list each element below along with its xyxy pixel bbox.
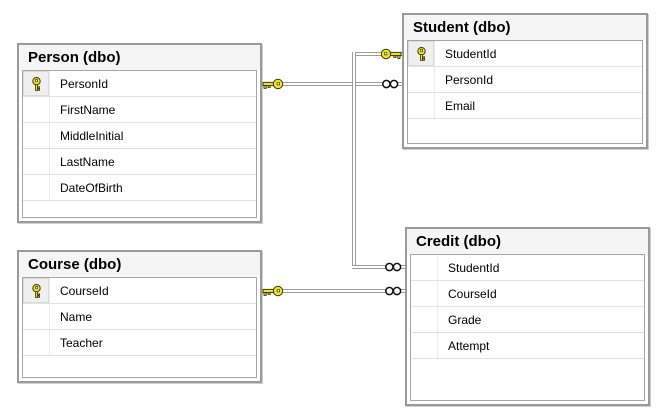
table-credit-grid: StudentId CourseId Grade Attempt xyxy=(410,254,645,401)
table-person[interactable]: Person (dbo) PersonId FirstName xyxy=(17,43,262,223)
table-row[interactable]: Teacher xyxy=(23,330,256,356)
many-side-infinity-icon xyxy=(385,286,402,296)
key-column-cell xyxy=(408,41,435,66)
column-name: Name xyxy=(60,309,93,324)
empty-row-space xyxy=(23,201,256,217)
primary-key-icon xyxy=(31,76,41,91)
column-name: Teacher xyxy=(60,335,103,350)
key-column-cell xyxy=(411,255,438,280)
key-column-cell xyxy=(23,304,50,329)
key-column-cell xyxy=(23,278,50,303)
key-column-cell xyxy=(23,97,50,122)
column-name: Grade xyxy=(448,312,482,327)
many-side-infinity-icon xyxy=(385,262,402,272)
key-column-cell xyxy=(411,307,438,332)
table-person-grid: PersonId FirstName MiddleInitial LastNam… xyxy=(22,70,257,218)
key-column-cell xyxy=(408,93,435,118)
table-row[interactable]: PersonId xyxy=(23,71,256,97)
one-side-key-icon xyxy=(262,78,284,90)
relationship-line-course-credit[interactable] xyxy=(262,289,405,293)
table-course-grid: CourseId Name Teacher xyxy=(22,277,257,378)
table-course[interactable]: Course (dbo) CourseId Name xyxy=(17,250,262,383)
empty-row-space xyxy=(411,359,644,400)
table-person-header[interactable]: Person (dbo) xyxy=(19,45,260,70)
table-row[interactable]: StudentId xyxy=(411,255,644,281)
key-column-cell xyxy=(23,71,50,96)
empty-row-space xyxy=(23,356,256,377)
column-name: Attempt xyxy=(448,338,490,353)
table-row[interactable]: FirstName xyxy=(23,97,256,123)
relationship-line-student-credit-vertical-segment[interactable] xyxy=(352,52,356,269)
table-row[interactable]: PersonId xyxy=(408,67,642,93)
table-credit-header[interactable]: Credit (dbo) xyxy=(407,229,648,254)
table-row[interactable]: CourseId xyxy=(23,278,256,304)
table-row[interactable]: Grade xyxy=(411,307,644,333)
key-column-cell xyxy=(23,123,50,148)
key-column-cell xyxy=(23,175,50,200)
table-course-header[interactable]: Course (dbo) xyxy=(19,252,260,277)
primary-key-icon xyxy=(416,46,426,61)
key-column-cell xyxy=(23,149,50,174)
table-row[interactable]: LastName xyxy=(23,149,256,175)
key-column-cell xyxy=(23,330,50,355)
table-student-grid: StudentId PersonId Email xyxy=(407,40,643,144)
column-name: CourseId xyxy=(60,283,109,298)
table-row[interactable]: MiddleInitial xyxy=(23,123,256,149)
many-side-infinity-icon xyxy=(382,79,399,89)
key-column-cell xyxy=(411,281,438,306)
relationship-line-student-credit-top-segment[interactable] xyxy=(352,52,402,56)
column-name: StudentId xyxy=(445,46,497,61)
one-side-key-icon xyxy=(380,48,402,60)
key-column-cell xyxy=(408,67,435,92)
table-row[interactable]: CourseId xyxy=(411,281,644,307)
one-side-key-icon xyxy=(262,285,284,297)
table-student-header[interactable]: Student (dbo) xyxy=(404,15,646,40)
column-name: MiddleInitial xyxy=(60,128,124,143)
column-name: PersonId xyxy=(60,76,109,91)
column-name: PersonId xyxy=(445,72,494,87)
table-row[interactable]: Attempt xyxy=(411,333,644,359)
column-name: Email xyxy=(445,98,476,113)
column-name: LastName xyxy=(60,154,115,169)
table-student[interactable]: Student (dbo) StudentId PersonId xyxy=(402,13,648,149)
table-row[interactable]: StudentId xyxy=(408,41,642,67)
table-row[interactable]: Email xyxy=(408,93,642,119)
empty-row-space xyxy=(408,119,642,143)
primary-key-icon xyxy=(31,283,41,298)
key-column-cell xyxy=(411,333,438,358)
table-row[interactable]: Name xyxy=(23,304,256,330)
table-row[interactable]: DateOfBirth xyxy=(23,175,256,201)
column-name: FirstName xyxy=(60,102,116,117)
table-credit[interactable]: Credit (dbo) StudentId CourseId Grade At… xyxy=(405,227,650,406)
column-name: DateOfBirth xyxy=(60,180,123,195)
column-name: StudentId xyxy=(448,260,500,275)
column-name: CourseId xyxy=(448,286,497,301)
relationship-line-person-student[interactable] xyxy=(262,82,402,86)
relationship-line-student-credit-bottom-segment[interactable] xyxy=(352,265,405,269)
